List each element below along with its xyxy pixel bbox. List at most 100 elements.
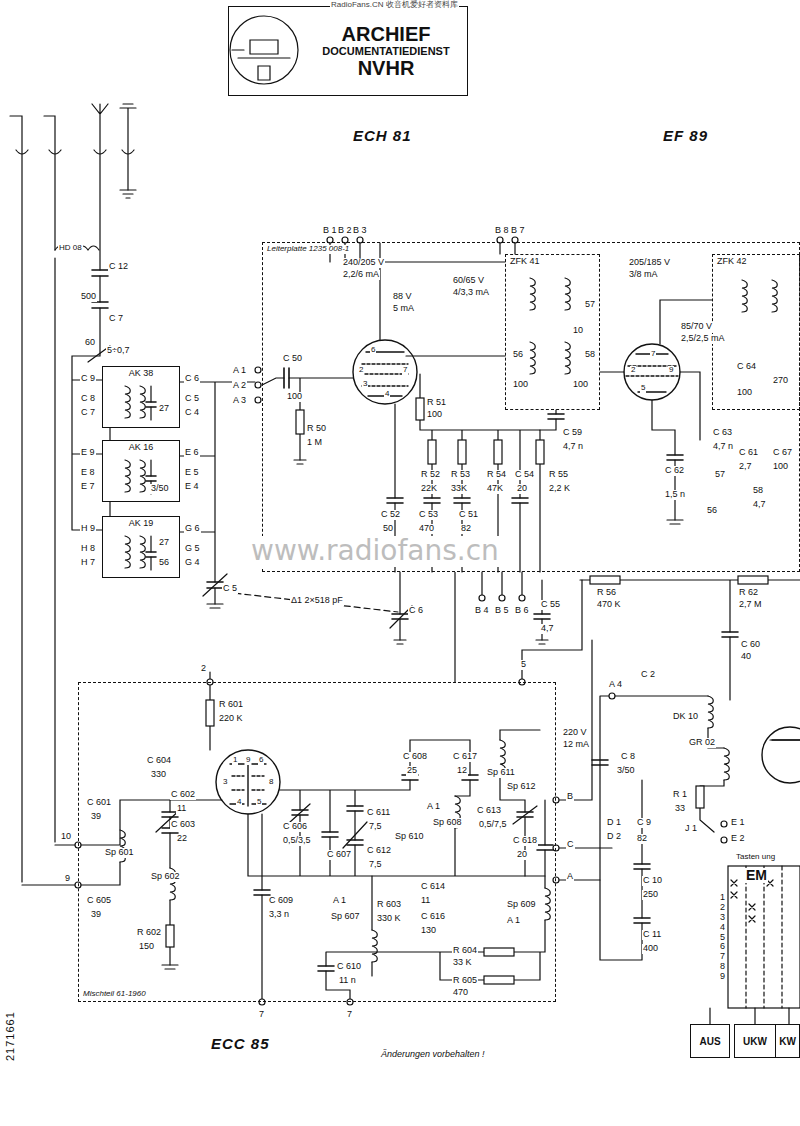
wire bbox=[522, 580, 612, 880]
component-value: A 1 bbox=[332, 896, 347, 906]
component-value: 1 M bbox=[306, 438, 323, 448]
component-value: 130 bbox=[420, 926, 437, 936]
component-value: C 61 bbox=[738, 448, 759, 458]
pin-number: 4 bbox=[384, 390, 390, 399]
terminal bbox=[255, 397, 261, 403]
trimmer-arrow bbox=[88, 346, 537, 848]
wire bbox=[10, 104, 800, 1024]
component-value: C 603 bbox=[170, 820, 196, 830]
site-header: RadioFans.CN 收音机爱好者资料库 bbox=[330, 1, 459, 10]
component-value: H 9 bbox=[80, 524, 96, 534]
terminal bbox=[255, 367, 261, 373]
component-value: R 62 bbox=[738, 588, 759, 598]
component-value: C 2 bbox=[640, 670, 656, 680]
if-filter-can: ZFK 42 bbox=[712, 254, 800, 410]
component-value: R 601 bbox=[218, 700, 244, 710]
component-value: C 5 bbox=[222, 584, 238, 594]
wire bbox=[600, 696, 800, 1024]
component-value: 57 bbox=[714, 470, 726, 480]
pin-number: 6 bbox=[258, 756, 264, 765]
mixer-unit: Mischteil 61-1960 bbox=[78, 682, 556, 1002]
pin-number: 5 bbox=[256, 798, 262, 807]
component-value: Sp 609 bbox=[506, 900, 537, 910]
capacitor-symbol bbox=[92, 270, 738, 971]
component-value: 220 V bbox=[562, 728, 588, 738]
component-value: B 6 bbox=[514, 606, 530, 616]
trimmer-arrow bbox=[88, 346, 537, 848]
pin-number: 2 bbox=[358, 366, 364, 375]
component-value: 240/205 V bbox=[342, 258, 385, 268]
component-value: A 1 bbox=[232, 366, 247, 376]
component-value: E 5 bbox=[184, 468, 200, 478]
component-value: Tasten ung bbox=[735, 853, 776, 862]
component-value: 20 bbox=[516, 484, 528, 494]
component-value: C 610 bbox=[336, 962, 362, 972]
wire bbox=[150, 386, 151, 570]
component-value: 205/185 V bbox=[628, 258, 671, 268]
component-value: 85/70 V bbox=[680, 322, 713, 332]
component-value: 0,5/3,5 bbox=[282, 836, 312, 846]
resistor-symbol bbox=[494, 440, 502, 464]
component-value: R 52 bbox=[420, 470, 441, 480]
component-value: C 616 bbox=[420, 912, 446, 922]
component-value: 2 bbox=[200, 664, 207, 674]
component-value: 57 bbox=[584, 300, 596, 310]
coil-name: AK 38 bbox=[129, 369, 154, 379]
component-value: 33 bbox=[674, 804, 686, 814]
component-value: 4,7 bbox=[540, 624, 555, 634]
coil-name: AK 16 bbox=[129, 443, 154, 453]
component-value: E 8 bbox=[80, 468, 96, 478]
resistor-symbol bbox=[536, 440, 544, 464]
component-value: R 51 bbox=[426, 398, 447, 408]
tube-name: EF 89 bbox=[662, 128, 709, 145]
component-value: 11 bbox=[420, 896, 431, 906]
component-value: 9 bbox=[64, 874, 71, 884]
component-value: 7,5 bbox=[368, 860, 383, 870]
component-value: 100 bbox=[286, 392, 303, 402]
component-value: 11 bbox=[176, 804, 187, 814]
component-value: 1,5 n bbox=[664, 490, 686, 500]
pin-number: 9 bbox=[668, 366, 674, 375]
component-value: B 3 bbox=[352, 226, 368, 236]
component-value: C 11 bbox=[642, 930, 662, 940]
component-value: C 60 bbox=[740, 640, 761, 650]
terminal bbox=[255, 382, 261, 388]
component-value: D 1 bbox=[606, 818, 622, 828]
pin-number: 7 bbox=[650, 350, 656, 359]
component-value: 7,5 bbox=[368, 822, 383, 832]
component-value: 150 bbox=[138, 942, 155, 952]
resistor-symbol bbox=[428, 440, 436, 464]
component-value: R 602 bbox=[136, 928, 162, 938]
component-value: C 10 bbox=[642, 876, 663, 886]
stamp-logo bbox=[230, 16, 298, 84]
component-value: 82 bbox=[460, 524, 472, 534]
component-value: B 2 bbox=[337, 226, 353, 236]
pin-number: 4 bbox=[236, 798, 242, 807]
component-value: A bbox=[566, 872, 574, 882]
component-value: 3/50 bbox=[150, 484, 170, 494]
component-value: 100 bbox=[572, 380, 589, 390]
component-value: 330 K bbox=[376, 914, 402, 924]
resistor-symbol bbox=[416, 398, 424, 420]
resistor-symbol bbox=[696, 786, 704, 808]
component-value: 47K bbox=[486, 484, 504, 494]
component-value: A 1 bbox=[426, 802, 441, 812]
key-numbers: 1 2 3 4 5 6 7 8 9 bbox=[718, 893, 727, 982]
component-value: Sp 608 bbox=[432, 818, 463, 828]
coil-symbol bbox=[125, 386, 145, 418]
component-value: B 7 bbox=[510, 226, 526, 236]
note: Änderungen vorbehalten ! bbox=[380, 1050, 486, 1060]
component-value: R 56 bbox=[596, 588, 617, 598]
component-value: DK 10 bbox=[672, 712, 699, 722]
component-value: C 6 bbox=[184, 374, 200, 384]
component-value: C 613 bbox=[476, 806, 502, 816]
component-value: 27 bbox=[158, 404, 170, 414]
key-label: UKW bbox=[743, 1036, 767, 1047]
component-value: E 9 bbox=[80, 448, 96, 458]
component-value: 20 bbox=[516, 850, 528, 860]
component-value: C 601 bbox=[86, 798, 112, 808]
component-value: E 7 bbox=[80, 482, 96, 492]
key-switch-grid bbox=[731, 880, 773, 922]
component-value: 10 bbox=[572, 326, 584, 336]
